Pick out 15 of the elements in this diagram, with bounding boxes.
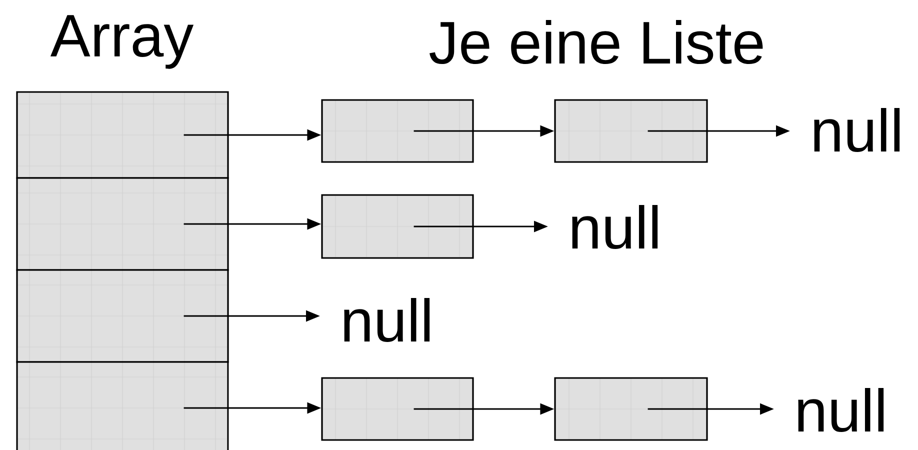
null-text: null <box>814 108 900 152</box>
array-cell <box>16 177 229 271</box>
null-text: null <box>344 298 430 342</box>
null-text: null <box>798 388 884 432</box>
list-box <box>554 99 708 163</box>
list-box <box>321 99 474 163</box>
list-box <box>321 377 474 441</box>
list-box <box>321 194 474 259</box>
heading: Array <box>50 15 194 69</box>
list-box <box>554 377 708 441</box>
array-cell <box>16 361 229 450</box>
array-cell <box>16 269 229 363</box>
array-cell <box>16 91 229 179</box>
heading: Je eine Liste <box>430 20 763 64</box>
null-text: null <box>572 204 658 250</box>
